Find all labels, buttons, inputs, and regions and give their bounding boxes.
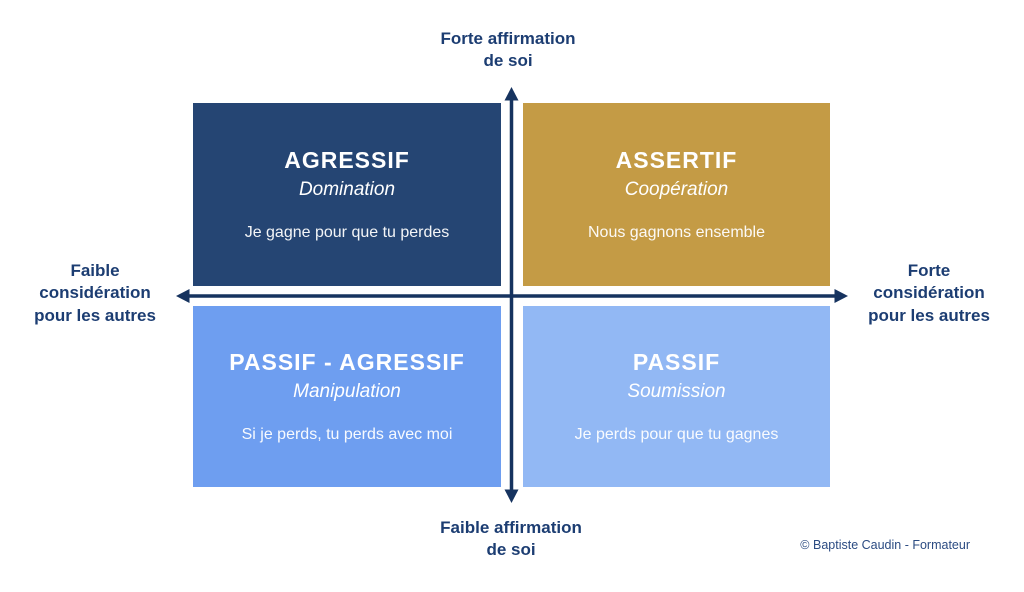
quadrant-passif-agressif: PASSIF - AGRESSIF Manipulation Si je per… xyxy=(193,306,501,487)
quadrant-assertif-phrase: Nous gagnons ensemble xyxy=(587,224,765,241)
axis-label-right: Forte considération pour les autres xyxy=(868,261,990,325)
axis-label-left: Faible considération pour les autres xyxy=(34,261,156,325)
quadrant-agressif-subtitle: Domination xyxy=(298,179,396,200)
quadrant-passif-agressif-phrase: Si je perds, tu perds avec moi xyxy=(241,426,453,443)
quadrant-assertif-subtitle: Coopération xyxy=(624,179,729,200)
copyright: © Baptiste Caudin - Formateur xyxy=(800,538,970,552)
quadrant-assertif: ASSERTIF Coopération Nous gagnons ensemb… xyxy=(523,103,830,286)
axis-label-bottom: Faible affirmation de soi xyxy=(440,518,582,560)
quadrant-passif-agressif-title: PASSIF - AGRESSIF xyxy=(229,349,465,375)
quadrant-passif-agressif-subtitle: Manipulation xyxy=(293,381,401,402)
arrow-up-icon xyxy=(504,87,519,101)
quadrant-passif-phrase: Je perds pour que tu gagnes xyxy=(574,426,779,443)
quadrant-agressif-phrase: Je gagne pour que tu perdes xyxy=(244,224,450,241)
quadrant-assertif-title: ASSERTIF xyxy=(615,147,738,173)
axis-label-top: Forte affirmation de soi xyxy=(440,29,576,71)
arrow-down-icon xyxy=(504,489,519,503)
quadrant-agressif-title: AGRESSIF xyxy=(284,147,410,173)
quadrant-passif-title: PASSIF xyxy=(632,349,721,375)
quadrant-passif: PASSIF Soumission Je perds pour que tu g… xyxy=(523,306,830,487)
quadrant-passif-subtitle: Soumission xyxy=(627,381,726,402)
quadrant-agressif: AGRESSIF Domination Je gagne pour que tu… xyxy=(193,103,501,286)
